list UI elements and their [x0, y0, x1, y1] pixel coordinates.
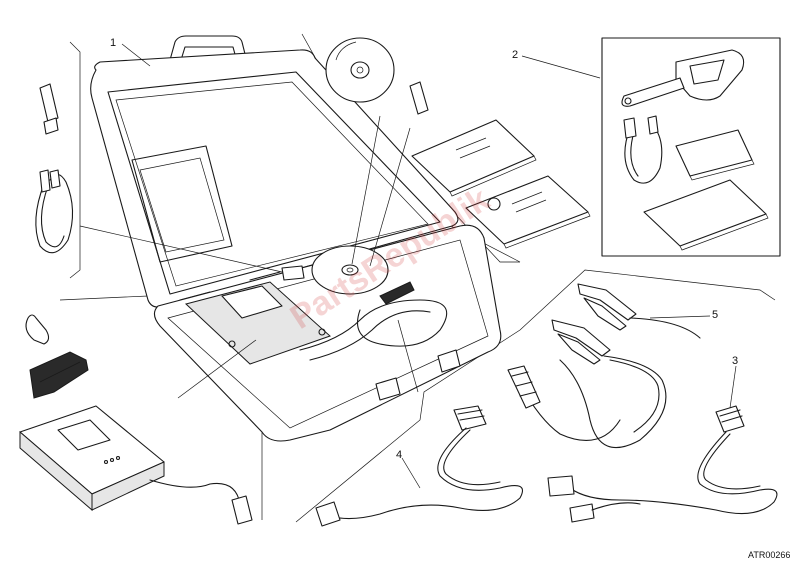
callout-2: 2 — [512, 49, 518, 61]
usb-stick-center — [409, 81, 429, 115]
tester-unit — [19, 405, 253, 525]
manual-upper — [411, 119, 537, 197]
kit-booklet-large — [643, 179, 769, 251]
kit-usb-cable — [623, 115, 663, 184]
key-interface — [621, 49, 745, 107]
dds-kit-frame — [601, 37, 781, 257]
callout-3: 3 — [732, 355, 738, 367]
carry-case — [90, 35, 502, 442]
diagnostic-cable-4 — [315, 405, 524, 527]
callout-leaders — [121, 43, 737, 489]
kit-booklet-small — [675, 129, 755, 181]
case-contents-leaders — [79, 115, 419, 399]
strap — [29, 351, 89, 399]
battery-clamp-cable — [507, 283, 701, 449]
diagnostic-cable-3 — [547, 405, 778, 523]
cd-rom — [325, 37, 395, 103]
carabiner — [25, 314, 50, 345]
usb-stick-left — [39, 83, 59, 135]
manual-lower — [465, 175, 591, 249]
callout-5: 5 — [712, 309, 718, 321]
drawing-code: ATR00266 — [748, 550, 790, 560]
callout-1: 1 — [110, 37, 116, 49]
usb-cable-coiled — [35, 169, 74, 254]
callout-4: 4 — [396, 449, 402, 461]
